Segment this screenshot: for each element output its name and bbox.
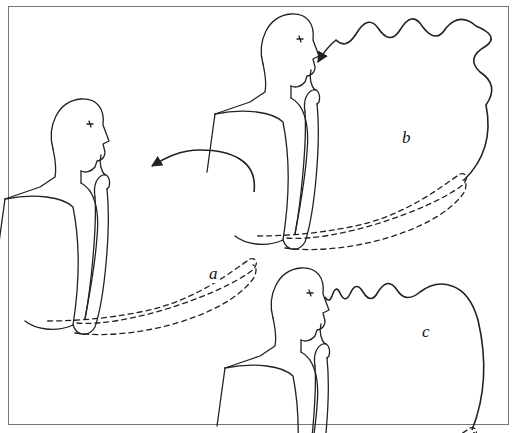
person-figure (217, 268, 476, 433)
path-arrow (152, 150, 254, 192)
figure-letter: c (420, 322, 432, 341)
frame (9, 7, 509, 425)
figure-letter: b (400, 128, 413, 147)
person-figure (207, 14, 466, 250)
wavy-arrow (325, 283, 484, 433)
wavy-arrow (318, 19, 492, 180)
person-figure (0, 99, 256, 335)
figure-letter: a (207, 264, 220, 283)
